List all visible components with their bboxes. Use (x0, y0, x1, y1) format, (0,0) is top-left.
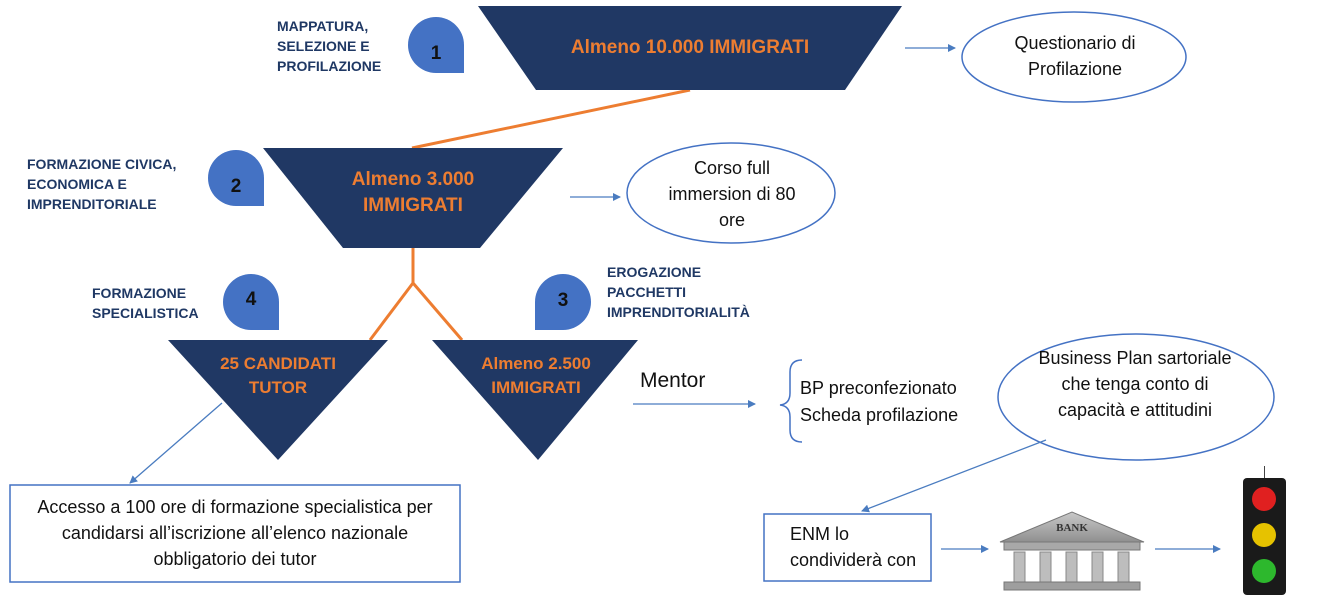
step-4-number: 4 (245, 289, 257, 310)
funnel-top-label: Almeno 10.000 IMMIGRATI (570, 37, 810, 58)
bp-brace (779, 359, 803, 443)
arrow-bp-enm (861, 439, 1047, 513)
bp-preconfezionato-text: BP preconfezionato (800, 378, 957, 398)
connector-split-left (368, 282, 415, 341)
step-2-number: 2 (230, 176, 242, 197)
connector-split-right (411, 282, 464, 341)
funnel-right-label: Almeno 2.500 IMMIGRATI (481, 354, 591, 397)
step-4-label: FORMAZIONE SPECIALISTICA (92, 285, 199, 321)
funnel-top (478, 6, 902, 90)
enm-box (763, 513, 932, 582)
arrow-tutor-accesso (129, 402, 223, 484)
funnel-mid-label: Almeno 3.000 IMMIGRATI (351, 169, 475, 216)
corso-text: Corso full immersion di 80 ore (668, 158, 796, 230)
step-2-label: FORMAZIONE CIVICA, ECONOMICA E IMPRENDIT… (27, 156, 177, 212)
accesso-text: Accesso a 100 ore di formazione speciali… (37, 497, 433, 569)
step-3-label: EROGAZIONE PACCHETTI IMPRENDITORIALITÀ (607, 264, 750, 320)
funnel-mid (263, 148, 563, 248)
funnel-left-label: 25 CANDIDATI TUTOR (220, 354, 336, 397)
traffic-light-icon (1243, 466, 1286, 595)
drop-icon-4 (223, 274, 279, 330)
mentor-label: Mentor (640, 369, 706, 392)
corso-ellipse (626, 142, 836, 244)
bank-icon (999, 511, 1145, 591)
drop-icon-2 (208, 150, 264, 206)
step-1-number: 1 (430, 43, 442, 64)
drop-icon-1 (408, 17, 464, 73)
drop-icon-3 (535, 274, 591, 330)
connector-top-mid (411, 88, 691, 150)
step-1-label: MAPPATURA, SELEZIONE E PROFILAZIONE (277, 18, 382, 74)
questionario-ellipse (961, 11, 1187, 103)
business-plan-text: Business Plan sartoriale che tenga conto… (1038, 348, 1232, 420)
funnel-left (168, 340, 388, 460)
accesso-box (9, 484, 461, 583)
scheda-profilazione-text: Scheda profilazione (800, 405, 959, 425)
funnel-right (432, 340, 638, 460)
bank-label: BANK (1056, 522, 1088, 534)
business-plan-ellipse (997, 333, 1275, 461)
questionario-text: Questionario di Profilazione (1014, 33, 1136, 79)
enm-text: ENM lo condividerà con (790, 524, 917, 570)
step-3-number: 3 (557, 290, 569, 311)
